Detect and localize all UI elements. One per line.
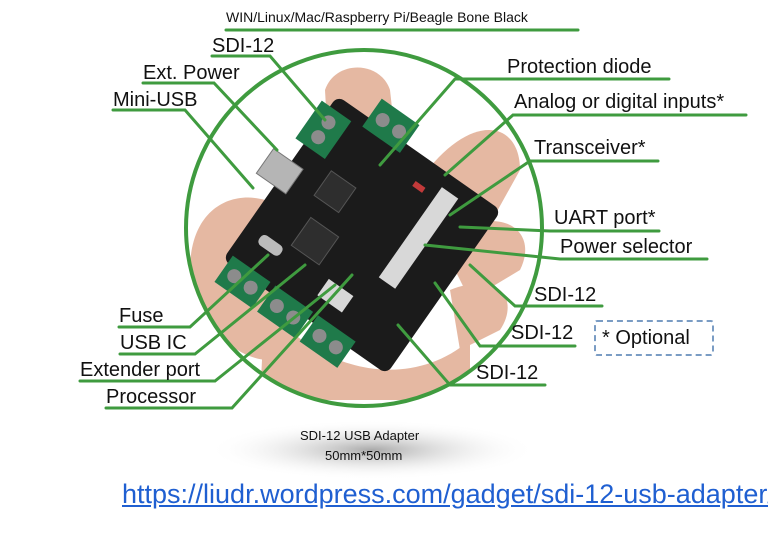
label-power-selector: Power selector bbox=[560, 236, 693, 258]
label-sdi12-right-1: SDI-12 bbox=[534, 284, 597, 306]
optional-note: * Optional bbox=[602, 327, 690, 349]
sdi12-terminal-right-1 bbox=[299, 315, 356, 368]
label-transceiver: Transceiver* bbox=[534, 137, 646, 159]
label-sdi12-right-3: SDI-12 bbox=[476, 362, 539, 384]
processor-chip bbox=[290, 216, 340, 266]
label-protection-diode: Protection diode bbox=[507, 56, 652, 78]
callout-lines bbox=[78, 28, 748, 410]
sdi12-terminal-right-2 bbox=[257, 285, 314, 339]
caption-size: 50mm*50mm bbox=[325, 448, 403, 463]
label-sdi12-right-2: SDI-12 bbox=[511, 322, 574, 344]
label-sdi12-top: SDI-12 bbox=[212, 35, 275, 57]
optional-note-box bbox=[594, 320, 714, 356]
highlight-circle bbox=[184, 48, 544, 408]
usb-ic-chip bbox=[313, 170, 357, 214]
product-link[interactable]: https://liudr.wordpress.com/gadget/sdi-1… bbox=[122, 479, 768, 509]
caption-title: SDI-12 USB Adapter bbox=[300, 428, 420, 443]
sdi12-terminal-top bbox=[362, 98, 420, 153]
label-ext-power: Ext. Power bbox=[143, 62, 240, 84]
label-uart-port: UART port* bbox=[554, 207, 656, 229]
extender-port-header bbox=[317, 278, 354, 313]
label-mini-usb: Mini-USB bbox=[113, 89, 198, 111]
caption-shadow bbox=[207, 420, 537, 480]
ext-power-terminal bbox=[295, 100, 352, 159]
label-usb-ic: USB IC bbox=[120, 332, 187, 354]
usb-connector bbox=[255, 147, 304, 195]
label-fuse: Fuse bbox=[119, 305, 164, 327]
crystal bbox=[258, 234, 283, 256]
label-extender-port: Extender port bbox=[80, 359, 201, 381]
protection-diode bbox=[412, 181, 426, 193]
analog-input-header bbox=[378, 187, 459, 289]
supported-platforms: WIN/Linux/Mac/Raspberry Pi/Beagle Bone B… bbox=[226, 9, 528, 25]
label-analog-digital-inputs: Analog or digital inputs* bbox=[514, 91, 725, 113]
sdi12-terminal-right-3 bbox=[214, 255, 271, 309]
label-processor: Processor bbox=[106, 386, 197, 408]
